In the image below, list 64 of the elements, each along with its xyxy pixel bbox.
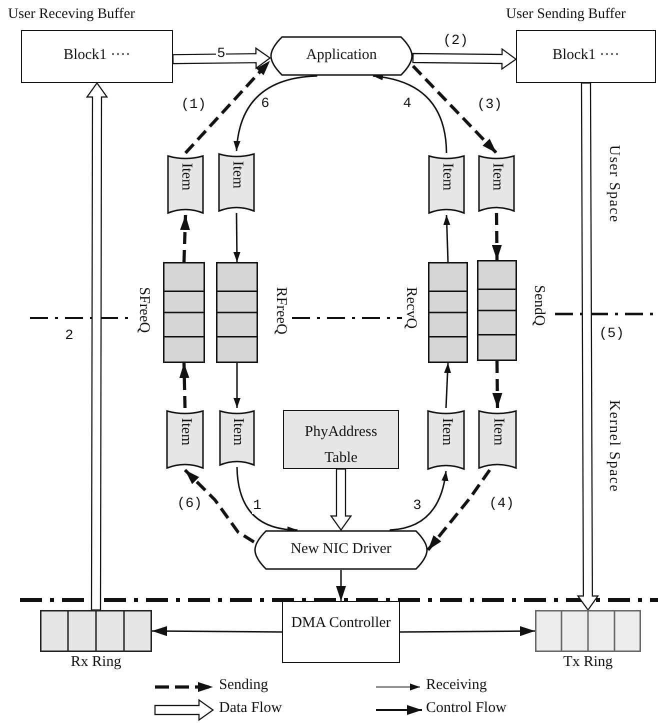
region-label: User Space: [605, 145, 622, 223]
control-arrow: [152, 626, 282, 636]
legend-text: Receiving: [426, 677, 487, 694]
item-card: [218, 151, 255, 213]
ring-label: Rx Ring: [70, 654, 122, 671]
item-label: Item: [229, 418, 246, 446]
receiving-arrow: [234, 363, 240, 408]
legend-text: Data Flow: [219, 700, 282, 717]
sending-arrow: [184, 60, 272, 154]
data-flow-arrow: [172, 47, 272, 70]
component-box: [283, 410, 399, 469]
item-label: Item: [228, 161, 246, 188]
data-flow-arrow: [576, 82, 600, 612]
sending-arrow: [492, 360, 502, 408]
sending-arrow: [426, 469, 491, 551]
queue-label: SendQ: [530, 285, 547, 326]
item-card: [167, 153, 204, 215]
buffer-title: User Receving Buffer: [8, 6, 135, 23]
process-pill: [270, 36, 413, 76]
process-label: New NIC Driver: [290, 541, 392, 558]
sending-arrow: [184, 468, 255, 544]
component-label: DMA Controller: [290, 614, 392, 633]
legend-text: Sending: [219, 677, 268, 694]
sending-arrow: [412, 64, 498, 154]
control-arrow: [400, 626, 535, 636]
edge-label: 1: [252, 498, 262, 514]
item-card: [427, 408, 465, 471]
item-label: Item: [438, 163, 456, 190]
sending-arrow: [492, 212, 502, 260]
data-flow-arrow: [412, 48, 518, 70]
receiving-arrow: [390, 470, 448, 531]
queue-label: RFreeQ: [272, 287, 289, 334]
component-box: [282, 601, 400, 663]
sending-arrow: [180, 214, 190, 262]
receiving-arrow: [443, 214, 450, 262]
item-card: [166, 408, 204, 470]
ring-label: Tx Ring: [562, 654, 614, 671]
data-flow-arrow: [86, 82, 108, 611]
queue-label: RecvQ: [402, 287, 419, 329]
region-label: Kernel Space: [605, 400, 622, 492]
block-label: Block1 ····: [551, 47, 621, 64]
item-card: [478, 153, 515, 213]
item-label: Item: [490, 418, 506, 446]
receiving-arrow: [233, 213, 240, 262]
queue-label: SFreeQ: [135, 287, 152, 333]
item-label: Item: [438, 418, 455, 446]
component-label: PhyAddress Table: [304, 423, 378, 468]
process-pill: [254, 530, 428, 570]
receiving-arrow: [444, 362, 452, 408]
item-card: [219, 408, 255, 467]
control-arrow: [336, 570, 346, 601]
data-flow-arrow: [330, 468, 352, 532]
item-label: Item: [177, 418, 194, 446]
receiving-arrow: [372, 74, 448, 154]
item-card: [428, 153, 465, 215]
item-card: [478, 408, 517, 470]
item-label: Item: [178, 163, 194, 190]
sending-arrow: [179, 362, 190, 408]
receiving-arrow: [234, 75, 318, 152]
block-label: Block1 ····: [62, 47, 132, 64]
item-label: Item: [488, 163, 506, 190]
legend-text: Control Flow: [426, 700, 506, 717]
process-label: Application: [305, 47, 378, 64]
buffer-title: User Sending Buffer: [506, 6, 626, 23]
